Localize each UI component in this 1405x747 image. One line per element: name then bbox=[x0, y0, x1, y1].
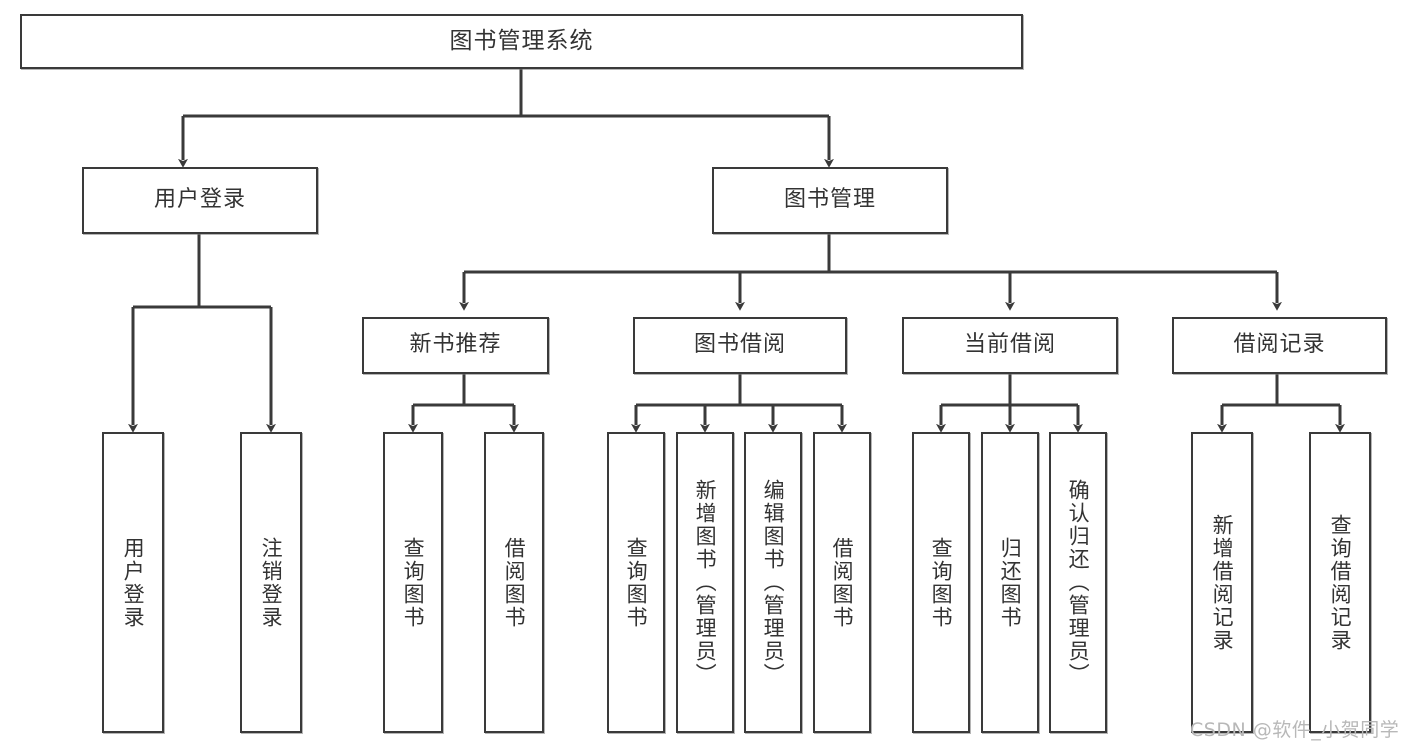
node-label: 图书管理系统 bbox=[449, 27, 594, 54]
leaf-new-book-borrow[interactable]: 借阅图书 bbox=[484, 432, 544, 733]
node-label: 查询图书 bbox=[624, 536, 649, 629]
node-label: 借阅图书 bbox=[830, 536, 855, 629]
leaf-current-borrow-return[interactable]: 归还图书 bbox=[981, 432, 1039, 733]
node-label: 确认归还（管理员） bbox=[1066, 479, 1091, 686]
node-label: 新增图书（管理员） bbox=[693, 479, 718, 686]
node-root-book-management-system[interactable]: 图书管理系统 bbox=[20, 14, 1023, 69]
leaf-new-book-query[interactable]: 查询图书 bbox=[383, 432, 443, 733]
node-new-book-recommend[interactable]: 新书推荐 bbox=[362, 317, 549, 374]
node-label: 图书管理 bbox=[783, 187, 876, 213]
node-book-borrow[interactable]: 图书借阅 bbox=[633, 317, 847, 374]
leaf-book-borrow-edit-admin[interactable]: 编辑图书（管理员） bbox=[744, 432, 802, 733]
node-current-borrow[interactable]: 当前借阅 bbox=[902, 317, 1118, 374]
leaf-user-login-signin[interactable]: 用户登录 bbox=[102, 432, 164, 733]
node-label: 当前借阅 bbox=[963, 332, 1056, 358]
node-label: 用户登录 bbox=[121, 536, 146, 629]
leaf-current-borrow-confirm-admin[interactable]: 确认归还（管理员） bbox=[1049, 432, 1107, 733]
node-label: 查询图书 bbox=[929, 536, 954, 629]
node-label: 图书借阅 bbox=[693, 332, 786, 358]
leaf-current-borrow-query[interactable]: 查询图书 bbox=[912, 432, 970, 733]
node-label: 借阅记录 bbox=[1233, 332, 1326, 358]
node-label: 查询借阅记录 bbox=[1328, 513, 1353, 652]
csdn-watermark: CSDN @软件_小贺同学 bbox=[1190, 719, 1400, 741]
node-label: 归还图书 bbox=[998, 536, 1023, 629]
leaf-book-borrow-borrow[interactable]: 借阅图书 bbox=[813, 432, 871, 733]
node-label: 编辑图书（管理员） bbox=[761, 479, 786, 686]
node-label: 新书推荐 bbox=[409, 332, 502, 358]
node-label: 查询图书 bbox=[401, 536, 426, 629]
leaf-borrow-record-query[interactable]: 查询借阅记录 bbox=[1309, 432, 1371, 733]
node-label: 注销登录 bbox=[259, 536, 284, 629]
leaf-borrow-record-add[interactable]: 新增借阅记录 bbox=[1191, 432, 1253, 733]
node-label: 新增借阅记录 bbox=[1210, 513, 1235, 652]
node-label: 借阅图书 bbox=[502, 536, 527, 629]
node-borrow-record[interactable]: 借阅记录 bbox=[1172, 317, 1387, 374]
leaf-user-login-signout[interactable]: 注销登录 bbox=[240, 432, 302, 733]
node-book-management[interactable]: 图书管理 bbox=[712, 167, 948, 234]
leaf-book-borrow-query[interactable]: 查询图书 bbox=[607, 432, 665, 733]
node-user-login[interactable]: 用户登录 bbox=[82, 167, 318, 234]
node-label: 用户登录 bbox=[153, 187, 246, 213]
leaf-book-borrow-add-admin[interactable]: 新增图书（管理员） bbox=[676, 432, 734, 733]
